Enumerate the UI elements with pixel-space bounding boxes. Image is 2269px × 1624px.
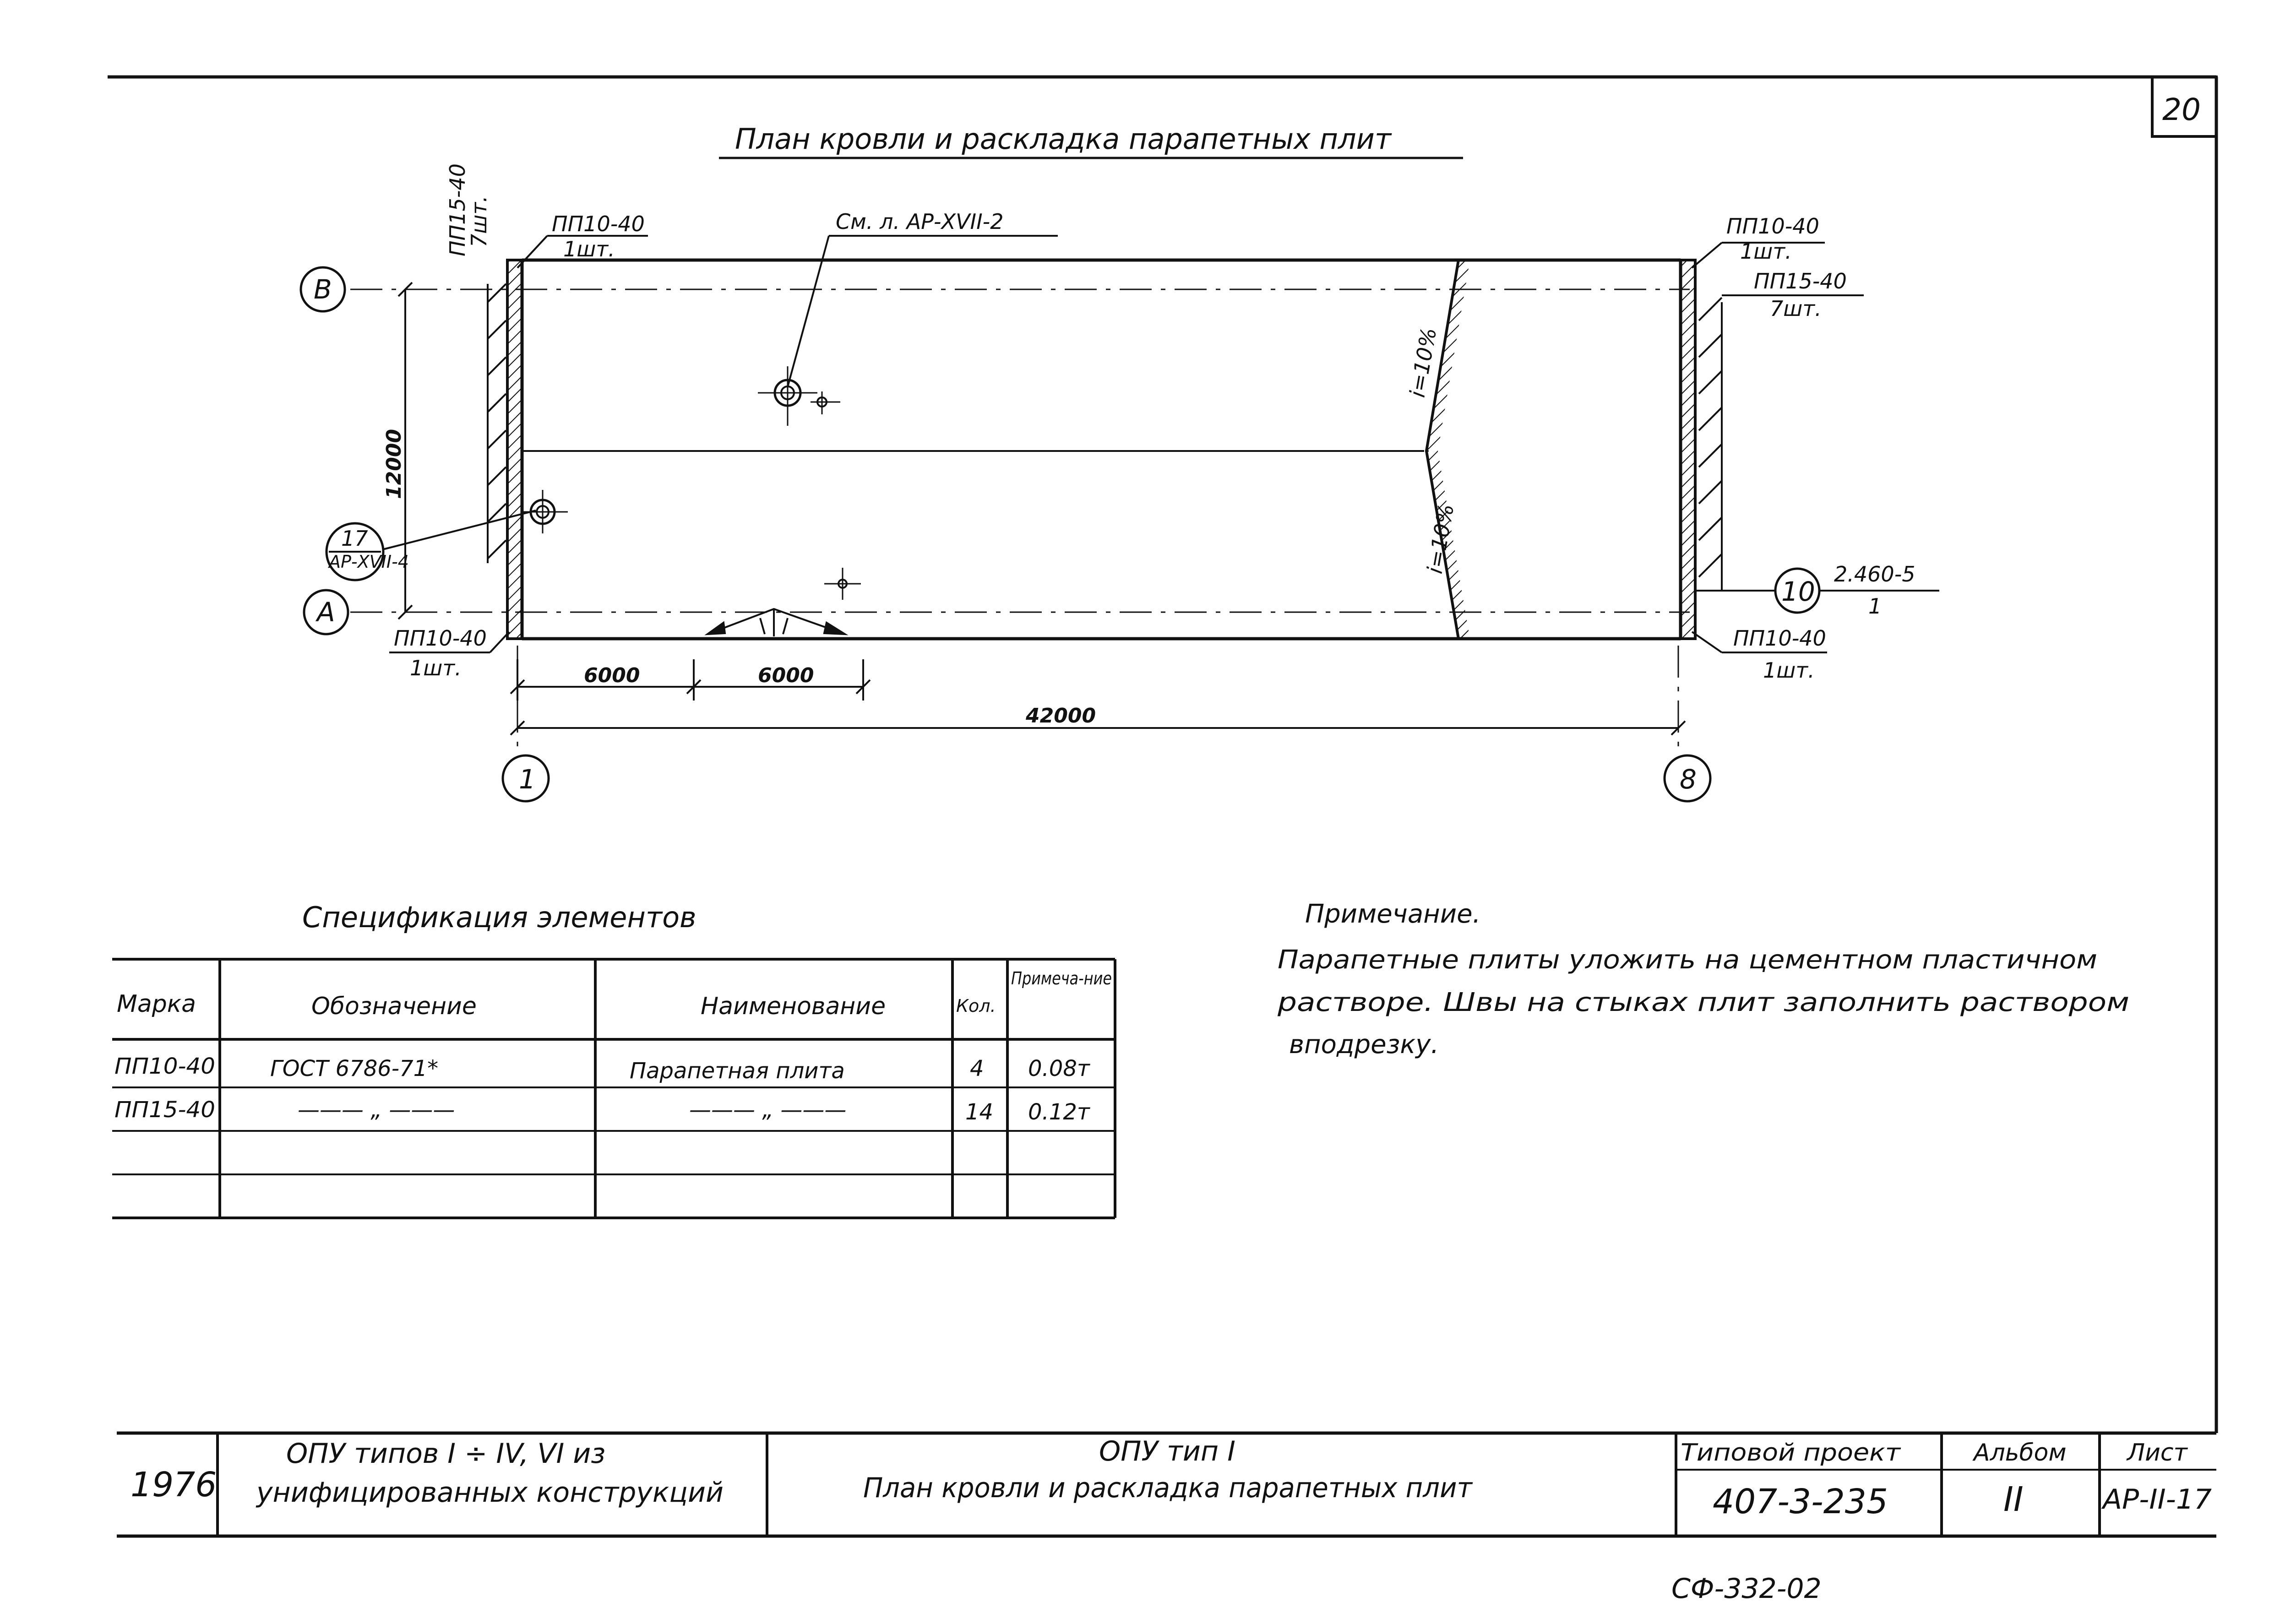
note-title: Примечание. — [1305, 899, 1480, 929]
node-right-top: 2.460-5 — [1834, 562, 1915, 587]
stamp-year: 1976 — [131, 1465, 217, 1505]
svg-text:ГОСТ 6786-71*: ГОСТ 6786-71* — [270, 1056, 438, 1081]
note-line-1: Парапетные плиты уложить на цементном пл… — [1278, 945, 2097, 975]
svg-text:0.12т: 0.12т — [1028, 1099, 1091, 1125]
stamp-project-label: Типовой проект — [1681, 1439, 1901, 1466]
axis-marker-b: В — [299, 266, 346, 313]
node-ref-17: 17 АР-XVII-4 — [325, 510, 536, 581]
stamp-sheet-label: Лист — [2126, 1439, 2188, 1466]
footer-code: СФ-332-02 — [1671, 1573, 1822, 1605]
stamp-left-line2: унифицированных конструкций — [256, 1477, 724, 1509]
svg-text:ПП10-40: ПП10-40 — [114, 1054, 215, 1079]
label-bottom-right-mark: ПП10-40 — [1733, 626, 1826, 651]
label-top-right-mark: ПП10-40 — [1726, 214, 1819, 239]
note-section: Примечание. Парапетные плиты уложить на … — [1277, 899, 2129, 1059]
spec-table-grid — [112, 958, 1116, 1219]
dimension-lines — [397, 282, 1686, 736]
spec-header-mark: Марка — [117, 990, 196, 1018]
label-see-sheet: См. л. АР-XVII-2 — [836, 209, 1004, 234]
svg-text:А: А — [315, 597, 335, 628]
dim-span1: 6000 — [584, 664, 640, 687]
spec-header-name: Наименование — [701, 993, 886, 1020]
stamp-mid-line1: ОПУ тип I — [1099, 1435, 1235, 1467]
parapet-left — [506, 259, 523, 640]
right-leader-hatch — [1698, 297, 1723, 591]
svg-text:0.08т: 0.08т — [1028, 1056, 1091, 1081]
parapet-right — [1679, 259, 1697, 640]
label-top-left-qty: 1шт. — [563, 237, 615, 261]
spec-row: ПП15-40 ——— „ ——— ——— „ ——— 14 0.12т — [114, 1097, 1091, 1125]
node-right-num: 10 — [1781, 576, 1815, 607]
spec-row: ПП10-40 ГОСТ 6786-71* Парапетная плита 4… — [114, 1054, 1091, 1084]
label-top-right2-mark: ПП15-40 — [1754, 269, 1847, 293]
node-ref-10: 10 2.460-5 1 — [1697, 562, 1939, 619]
label-bottom-left-qty: 1шт. — [410, 656, 462, 680]
label-vertical-left-qty: 7шт. — [467, 196, 491, 247]
plan-title: План кровли и раскладка парапетных плит — [735, 122, 1392, 156]
spec-header-note: Примеча-ние — [1011, 968, 1112, 989]
left-leader-hatch — [487, 283, 507, 563]
note-line-3: вподрезку. — [1289, 1030, 1439, 1059]
roof-plan: План кровли и раскладка парапетных плит … — [299, 122, 1939, 803]
stamp-album-value: II — [2003, 1480, 2024, 1519]
svg-text:——— „ ———: ——— „ ——— — [689, 1097, 846, 1123]
dim-height: 12000 — [382, 429, 406, 499]
svg-text:1: 1 — [519, 764, 536, 795]
page-number: 20 — [2162, 92, 2201, 127]
spec-title: Спецификация элементов — [302, 901, 696, 934]
axis-marker-8: 8 — [1663, 754, 1712, 803]
axis-lines — [350, 288, 1690, 755]
stamp-sheet-value: АР-II-17 — [2101, 1483, 2212, 1515]
spec-header-qty: Кол. — [956, 996, 996, 1016]
svg-text:ПП15-40: ПП15-40 — [114, 1097, 215, 1123]
svg-text:В: В — [314, 274, 332, 305]
drain-symbols — [522, 366, 861, 600]
ridge-hatch — [1426, 260, 1470, 639]
svg-text:——— „ ———: ——— „ ——— — [298, 1097, 455, 1123]
dim-total: 42000 — [1025, 704, 1096, 728]
label-top-right2-qty: 7шт. — [1770, 296, 1822, 321]
roof-outline — [520, 258, 1682, 641]
sheet-frame — [108, 75, 2218, 1433]
label-bottom-left-mark: ПП10-40 — [394, 626, 487, 651]
node-right-bottom: 1 — [1868, 594, 1882, 619]
node-ref-top: 17 — [341, 526, 368, 551]
stamp-album-label: Альбом — [1972, 1439, 2067, 1466]
drainage-arrows — [704, 608, 849, 636]
label-top-left-mark: ПП10-40 — [552, 212, 645, 236]
svg-text:8: 8 — [1680, 764, 1697, 795]
spec-header-designation: Обозначение — [311, 993, 477, 1020]
note-line-2: растворе. Швы на стыках плит заполнить р… — [1277, 988, 2129, 1017]
spec-section: Спецификация элементов Марка Обозначение… — [112, 901, 1116, 1219]
svg-text:4: 4 — [970, 1056, 984, 1081]
svg-text:Парапетная плита: Парапетная плита — [630, 1058, 845, 1084]
label-vertical-left-mark: ПП15-40 — [445, 163, 470, 256]
title-block: 1976 ОПУ типов I ÷ IV, VI из унифицирова… — [117, 1431, 2216, 1538]
node-ref-bottom: АР-XVII-4 — [327, 552, 409, 572]
dim-span2: 6000 — [758, 664, 814, 687]
axis-marker-1: 1 — [501, 754, 550, 803]
stamp-project-value: 407-3-235 — [1713, 1482, 1888, 1521]
stamp-mid-line2: План кровли и раскладка парапетных плит — [863, 1472, 1473, 1504]
axis-marker-a: А — [303, 589, 349, 635]
svg-text:14: 14 — [965, 1099, 993, 1125]
label-bottom-right-qty: 1шт. — [1763, 658, 1815, 683]
stamp-left-line1: ОПУ типов I ÷ IV, VI из — [286, 1438, 605, 1470]
